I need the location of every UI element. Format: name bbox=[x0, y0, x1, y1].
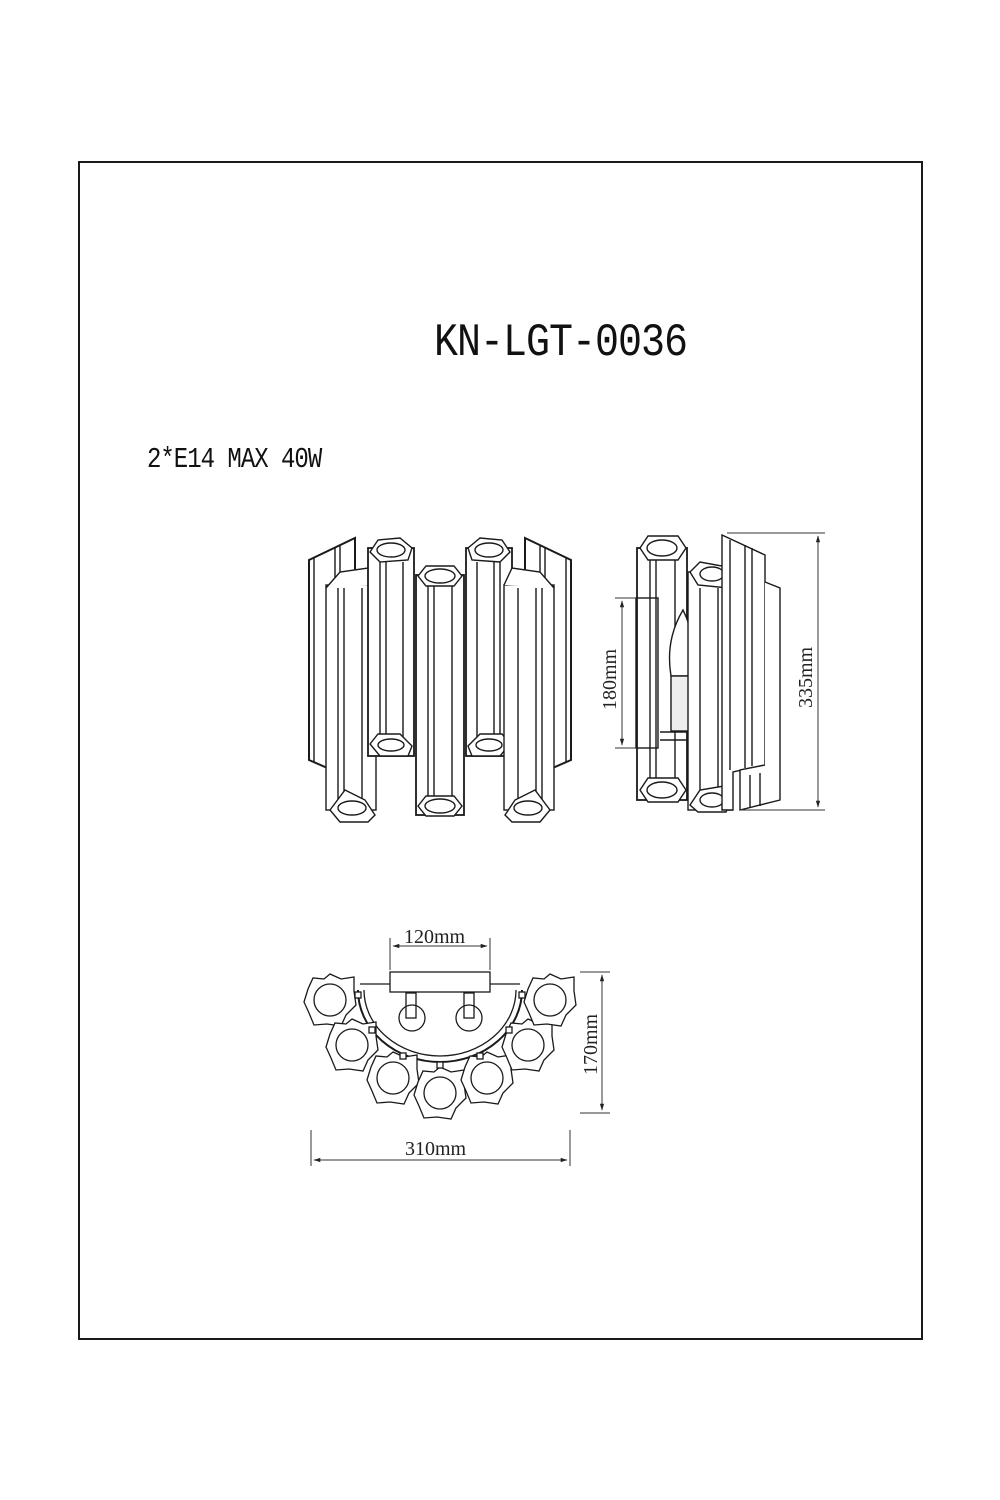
top-view bbox=[303, 971, 577, 1120]
dimension-label-mount-height: 180mm bbox=[599, 648, 621, 710]
model-number-title: KN-LGT-0036 bbox=[434, 318, 688, 370]
drawing-frame bbox=[78, 161, 923, 1340]
crystal-ring bbox=[303, 973, 577, 1120]
top-dimension-lines bbox=[310, 938, 610, 1166]
side-dimension-lines bbox=[615, 532, 825, 811]
dimension-label-depth: 170mm bbox=[580, 1013, 602, 1075]
dimension-label-height: 335mm bbox=[795, 646, 817, 708]
dimension-label-width: 310mm bbox=[405, 1138, 467, 1160]
bulb-spec-label: 2*E14 MAX 40W bbox=[147, 444, 322, 477]
front-view bbox=[308, 536, 572, 823]
dimension-label-backplate-width: 120mm bbox=[404, 926, 466, 948]
side-view bbox=[635, 533, 781, 813]
